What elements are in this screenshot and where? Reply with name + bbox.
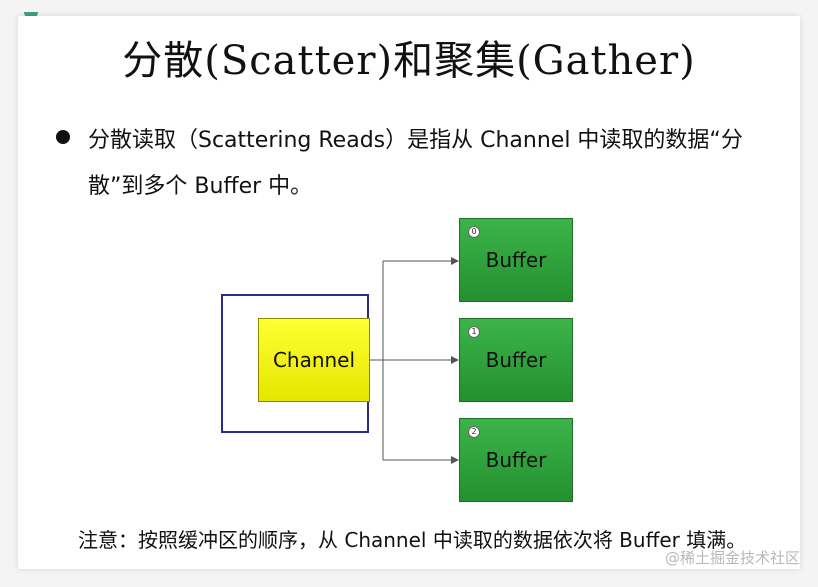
- bullet-text: 分散读取（Scattering Reads）是指从 Channel 中读取的数据…: [88, 118, 788, 210]
- buffer-box-2: 2 Buffer: [459, 418, 573, 502]
- slide-title: 分散(Scatter)和聚集(Gather): [122, 38, 696, 84]
- buffer-index-badge: 0: [468, 226, 480, 238]
- bullet-icon: [56, 130, 70, 144]
- bullet-line-2: 散”到多个 Buffer 中。: [88, 174, 313, 199]
- buffer-index-badge: 1: [468, 326, 480, 338]
- buffer-label: Buffer: [485, 448, 547, 472]
- slide: [18, 16, 800, 569]
- watermark: @稀土掘金技术社区: [664, 549, 800, 567]
- note-text: 注意：按照缓冲区的顺序，从 Channel 中读取的数据依次将 Buffer 填…: [78, 528, 747, 552]
- buffer-box-1: 1 Buffer: [459, 318, 573, 402]
- channel-label: Channel: [272, 348, 356, 372]
- channel-box: Channel: [258, 318, 370, 402]
- buffer-index-badge: 2: [468, 426, 480, 438]
- bullet-line-1: 分散读取（Scattering Reads）是指从 Channel 中读取的数据…: [88, 128, 743, 153]
- buffer-label: Buffer: [485, 348, 547, 372]
- buffer-box-0: 0 Buffer: [459, 218, 573, 302]
- buffer-label: Buffer: [485, 248, 547, 272]
- corner-decoration: [24, 12, 38, 19]
